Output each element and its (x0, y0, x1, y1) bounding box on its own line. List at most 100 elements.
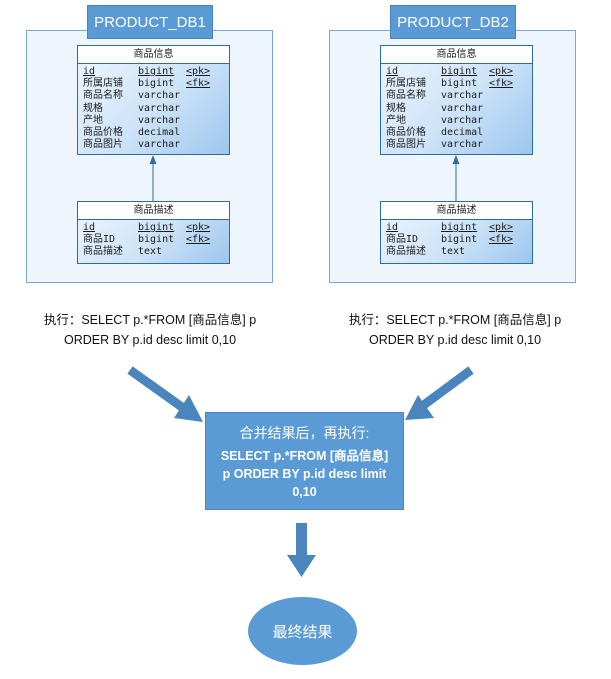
db1-desc-table-rows: id bigint <pk> 商品ID bigint <fk> 商品描述 text (78, 220, 229, 259)
merge-sql-line1: SELECT p.*FROM [商品信息] (220, 449, 389, 463)
db2-product-table-rows: id bigint <pk> 所属店铺 bigint <fk> 商品名称 varchar 规格 v… (381, 64, 532, 151)
column-type: varchar (138, 90, 181, 102)
db2-sql-line2: ORDER BY p.id desc limit 0,10 (368, 333, 542, 347)
left-arrow-icon (127, 366, 203, 422)
db2-name-tab: PRODUCT_DB2 (390, 5, 516, 39)
column-name: 规格 (386, 102, 406, 114)
db2-desc-table-rows: id bigint <pk> 商品ID bigint <fk> 商品描述 text (381, 220, 532, 259)
column-type: varchar (441, 102, 484, 114)
down-arrow-icon (287, 523, 316, 577)
db2-relationship-connector (452, 155, 460, 201)
merge-sql-line3: 0,10 (292, 485, 317, 499)
table-row: id bigint <pk> (381, 222, 532, 234)
table-row: 产地 varchar (78, 115, 229, 127)
column-name: 商品ID (83, 234, 116, 246)
db1-sql-line1: 执行：SELECT p.*FROM [商品信息] p (43, 313, 257, 327)
table-row: 商品ID bigint <fk> (381, 234, 532, 246)
merge-sql: SELECT p.*FROM [商品信息] p ORDER BY p.id de… (206, 447, 403, 501)
column-type: bigint (138, 234, 175, 246)
column-type: bigint (138, 78, 175, 90)
column-type: text (441, 246, 466, 258)
table-row: 所属店铺 bigint <fk> (381, 78, 532, 90)
db2-desc-table: 商品描述 id bigint <pk> 商品ID bigint <fk> 商品描述 text (380, 201, 533, 264)
table-row: 商品价格 decimal (78, 127, 229, 139)
column-key: <fk> (489, 78, 514, 90)
column-type: bigint (441, 78, 478, 90)
db2-sql-label: 执行：SELECT p.*FROM [商品信息] p ORDER BY p.id… (320, 310, 590, 350)
column-name: 所属店铺 (386, 78, 426, 90)
column-key: <fk> (186, 234, 211, 246)
column-type: varchar (441, 139, 484, 151)
db1-product-table-rows: id bigint <pk> 所属店铺 bigint <fk> 商品名称 varchar 规格 v… (78, 64, 229, 151)
right-arrow-icon (405, 366, 474, 420)
table-row: 所属店铺 bigint <fk> (78, 78, 229, 90)
column-key: <pk> (489, 222, 514, 233)
column-key: <fk> (489, 234, 514, 246)
table-row: 商品价格 decimal (381, 127, 532, 139)
column-type: varchar (138, 114, 181, 126)
column-name: 商品价格 (386, 126, 426, 138)
column-type: varchar (441, 114, 484, 126)
column-name: 商品描述 (83, 246, 123, 258)
table-row: id bigint <pk> (78, 66, 229, 78)
table-row: id bigint <pk> (381, 66, 532, 78)
column-name: 商品描述 (386, 246, 426, 258)
column-type: decimal (441, 126, 484, 138)
column-type: varchar (138, 139, 181, 151)
table-row: 商品描述 text (381, 246, 532, 258)
column-name: 产地 (386, 114, 406, 126)
column-name: 商品ID (386, 234, 419, 246)
column-name: 商品图片 (83, 139, 123, 151)
column-type: decimal (138, 126, 181, 138)
db2-sql-line1: 执行：SELECT p.*FROM [商品信息] p (348, 313, 562, 327)
merge-box: 合并结果后，再执行: SELECT p.*FROM [商品信息] p ORDER… (205, 412, 404, 510)
table-row: 规格 varchar (78, 103, 229, 115)
column-name: 商品价格 (83, 126, 123, 138)
column-key: <pk> (186, 66, 211, 77)
column-type: bigint (138, 66, 175, 77)
column-type: bigint (441, 222, 478, 233)
column-name: 产地 (83, 114, 103, 126)
column-name: id (83, 222, 96, 233)
column-type: text (138, 246, 163, 258)
column-name: 商品图片 (386, 139, 426, 151)
db1-relationship-connector (149, 155, 157, 201)
merge-heading: 合并结果后，再执行: (239, 425, 370, 441)
column-name: id (83, 66, 96, 77)
column-type: varchar (441, 90, 484, 102)
final-result-oval: 最终结果 (248, 597, 357, 665)
db2-desc-table-title: 商品描述 (381, 202, 532, 220)
db2-product-table: 商品信息 id bigint <pk> 所属店铺 bigint <fk> 商品名称 varch… (380, 45, 533, 155)
db1-sql-label: 执行：SELECT p.*FROM [商品信息] p ORDER BY p.id… (15, 310, 285, 350)
table-row: 商品图片 varchar (381, 139, 532, 151)
db1-desc-table: 商品描述 id bigint <pk> 商品ID bigint <fk> 商品描述 text (77, 201, 230, 264)
column-name: 商品名称 (83, 90, 123, 102)
column-type: varchar (138, 102, 181, 114)
db1-sql-line2: ORDER BY p.id desc limit 0,10 (63, 333, 237, 347)
table-row: 商品图片 varchar (78, 139, 229, 151)
table-row: id bigint <pk> (78, 222, 229, 234)
table-row: 商品描述 text (78, 246, 229, 258)
column-key: <fk> (186, 78, 211, 90)
column-type: bigint (441, 234, 478, 246)
column-name: 所属店铺 (83, 78, 123, 90)
column-key: <pk> (489, 66, 514, 77)
table-row: 商品名称 varchar (78, 90, 229, 102)
db1-desc-table-title: 商品描述 (78, 202, 229, 220)
table-row: 商品名称 varchar (381, 90, 532, 102)
table-row: 商品ID bigint <fk> (78, 234, 229, 246)
db1-name-tab: PRODUCT_DB1 (87, 5, 213, 39)
column-type: bigint (441, 66, 478, 77)
db2-product-table-title: 商品信息 (381, 46, 532, 64)
column-name: 商品名称 (386, 90, 426, 102)
column-key: <pk> (186, 222, 211, 233)
db1-product-table-title: 商品信息 (78, 46, 229, 64)
merge-sql-line2: p ORDER BY p.id desc limit (222, 467, 387, 481)
column-name: id (386, 222, 399, 233)
column-name: 规格 (83, 102, 103, 114)
table-row: 规格 varchar (381, 103, 532, 115)
column-type: bigint (138, 222, 175, 233)
db1-product-table: 商品信息 id bigint <pk> 所属店铺 bigint <fk> 商品名称 varch… (77, 45, 230, 155)
column-name: id (386, 66, 399, 77)
